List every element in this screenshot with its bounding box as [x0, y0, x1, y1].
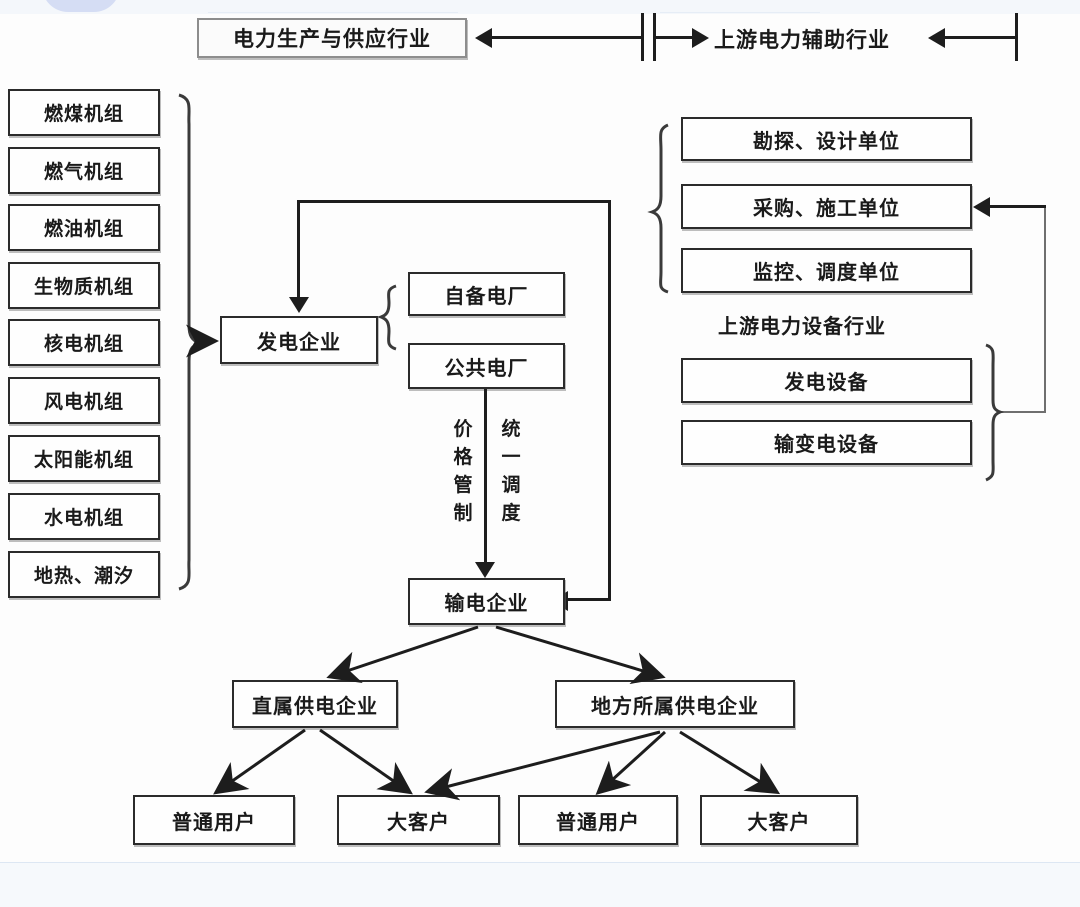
local-supply-to-large-customer-cross-arrow: [424, 730, 661, 801]
customer-label: 大客户: [387, 809, 450, 834]
upstream-equipment-caption: 上游电力设备行业: [718, 314, 886, 338]
upstream-service-label: 监控、调度单位: [753, 260, 900, 284]
transmission-enterprise-box[interactable]: 输电企业: [408, 578, 565, 625]
generation-unit-label: 水电机组: [43, 507, 124, 529]
plant-to-transmission-arrow-icon: [475, 562, 495, 578]
direct-supply-enterprise-box[interactable]: 直属供电企业: [232, 680, 398, 728]
equipment-feedback-horizontal-bottom: [1000, 411, 1046, 413]
unified-dispatch-label: 统 一 调 度: [500, 415, 522, 527]
header-left-label: 电力生产与供应行业: [233, 27, 431, 51]
transmission-to-local-supply-arrow: [495, 625, 666, 685]
generation-unit-box[interactable]: 风电机组: [8, 377, 160, 424]
self-supply-plant-label: 自备电厂: [444, 283, 529, 308]
generation-unit-label: 生物质机组: [33, 276, 134, 298]
header-arrow-left-icon: [475, 28, 492, 48]
local-supply-enterprise-label: 地方所属供电企业: [591, 693, 759, 718]
upstream-service-brace: [647, 123, 669, 294]
upstream-equipment-box[interactable]: 发电设备: [681, 358, 972, 403]
equipment-feedback-arrow-icon: [973, 197, 990, 217]
plant-to-transmission-line: [484, 389, 487, 564]
generation-unit-box[interactable]: 燃油机组: [8, 204, 160, 251]
header-connector-right: [945, 36, 1017, 39]
partial-logo: [42, 0, 120, 12]
price-control-char: 格: [453, 446, 473, 468]
upstream-equipment-brace: [985, 343, 1005, 482]
upstream-service-box[interactable]: 勘探、设计单位: [681, 117, 972, 161]
local-supply-to-large-customer-arrow: [679, 730, 781, 795]
direct-supply-to-ordinary-customer-arrow: [213, 728, 306, 795]
customer-label: 普通用户: [556, 809, 640, 834]
local-supply-to-ordinary-customer-arrow: [595, 730, 667, 796]
upstream-equipment-label: 输变电设备: [774, 432, 879, 456]
generation-enterprise-label: 发电企业: [257, 329, 341, 354]
direct-supply-to-large-customer-arrow: [319, 728, 413, 795]
header-divider-bar-1: [641, 13, 644, 61]
generation-feed-arrow-icon: [289, 297, 309, 313]
customer-label: 大客户: [747, 809, 811, 834]
customer-box[interactable]: 普通用户: [133, 795, 295, 845]
upstream-equipment-box[interactable]: 输变电设备: [681, 420, 972, 465]
public-plant-box[interactable]: 公共电厂: [408, 343, 565, 389]
header-arrow-right-end-icon: [928, 28, 945, 48]
equipment-feedback-horizontal-top: [990, 205, 1046, 208]
price-control-char: 管: [453, 474, 473, 496]
customer-box[interactable]: 大客户: [337, 795, 500, 845]
price-control-label: 价 格 管 制: [452, 415, 474, 527]
generation-unit-label: 地热、潮汐: [33, 565, 134, 587]
header-connector-left: [492, 36, 644, 39]
main-right-rail: [608, 200, 611, 600]
generation-unit-box[interactable]: 地热、潮汐: [8, 551, 160, 598]
bottom-chrome-strip: [0, 862, 1080, 907]
equipment-feedback-vertical: [1044, 206, 1046, 412]
generation-unit-box[interactable]: 太阳能机组: [8, 435, 160, 482]
generation-unit-box[interactable]: 核电机组: [8, 319, 160, 366]
chrome-rule-right: [660, 12, 820, 13]
transmission-feed-horizontal: [565, 598, 611, 601]
transmission-to-direct-supply-arrow: [326, 625, 479, 684]
upstream-service-label: 采购、施工单位: [753, 196, 900, 220]
upstream-service-box[interactable]: 监控、调度单位: [681, 248, 972, 293]
unified-dispatch-char: 度: [501, 502, 521, 524]
generation-unit-box[interactable]: 生物质机组: [8, 262, 160, 309]
header-end-bar: [1015, 13, 1018, 61]
top-chrome-strip: [0, 0, 1080, 14]
transmission-enterprise-label: 输电企业: [444, 591, 529, 615]
generation-feed-horizontal: [297, 200, 610, 203]
price-control-char: 价: [453, 418, 473, 440]
generation-unit-box[interactable]: 燃煤机组: [8, 89, 160, 136]
bottom-rule: [0, 862, 1080, 863]
generation-unit-label: 核电机组: [43, 333, 124, 355]
price-control-char: 制: [453, 502, 473, 524]
unified-dispatch-char: 调: [501, 474, 521, 496]
generation-unit-box[interactable]: 水电机组: [8, 493, 160, 540]
customer-box[interactable]: 大客户: [700, 795, 858, 845]
generation-plants-brace: [376, 284, 397, 351]
customer-label: 普通用户: [172, 809, 256, 834]
direct-supply-enterprise-label: 直属供电企业: [252, 693, 378, 718]
upstream-equipment-label: 发电设备: [784, 370, 869, 394]
header-arrow-right-icon: [692, 28, 709, 48]
generation-unit-label: 燃油机组: [43, 218, 124, 240]
public-plant-label: 公共电厂: [444, 355, 529, 380]
generation-unit-label: 风电机组: [43, 391, 124, 413]
upstream-service-box[interactable]: 采购、施工单位: [681, 184, 972, 229]
self-supply-plant-box[interactable]: 自备电厂: [408, 272, 565, 316]
header-connector-mid: [656, 36, 696, 39]
header-left-box: 电力生产与供应行业: [197, 18, 467, 58]
generation-units-brace: [178, 93, 203, 591]
generation-unit-label: 太阳能机组: [33, 449, 134, 471]
generation-unit-label: 燃煤机组: [43, 103, 124, 125]
header-right-label: 上游电力辅助行业: [714, 28, 890, 52]
generation-unit-box[interactable]: 燃气机组: [8, 147, 160, 194]
generation-enterprise-box[interactable]: 发电企业: [220, 316, 378, 364]
generation-feed-vertical: [297, 200, 300, 299]
upstream-service-label: 勘探、设计单位: [753, 128, 900, 153]
chrome-rule-left: [208, 12, 458, 13]
unified-dispatch-char: 统: [501, 418, 521, 440]
header-divider-bar-2: [653, 13, 656, 61]
local-supply-enterprise-box[interactable]: 地方所属供电企业: [555, 680, 795, 728]
customer-box[interactable]: 普通用户: [518, 795, 678, 845]
unified-dispatch-char: 一: [501, 446, 521, 468]
generation-unit-label: 燃气机组: [43, 161, 124, 183]
